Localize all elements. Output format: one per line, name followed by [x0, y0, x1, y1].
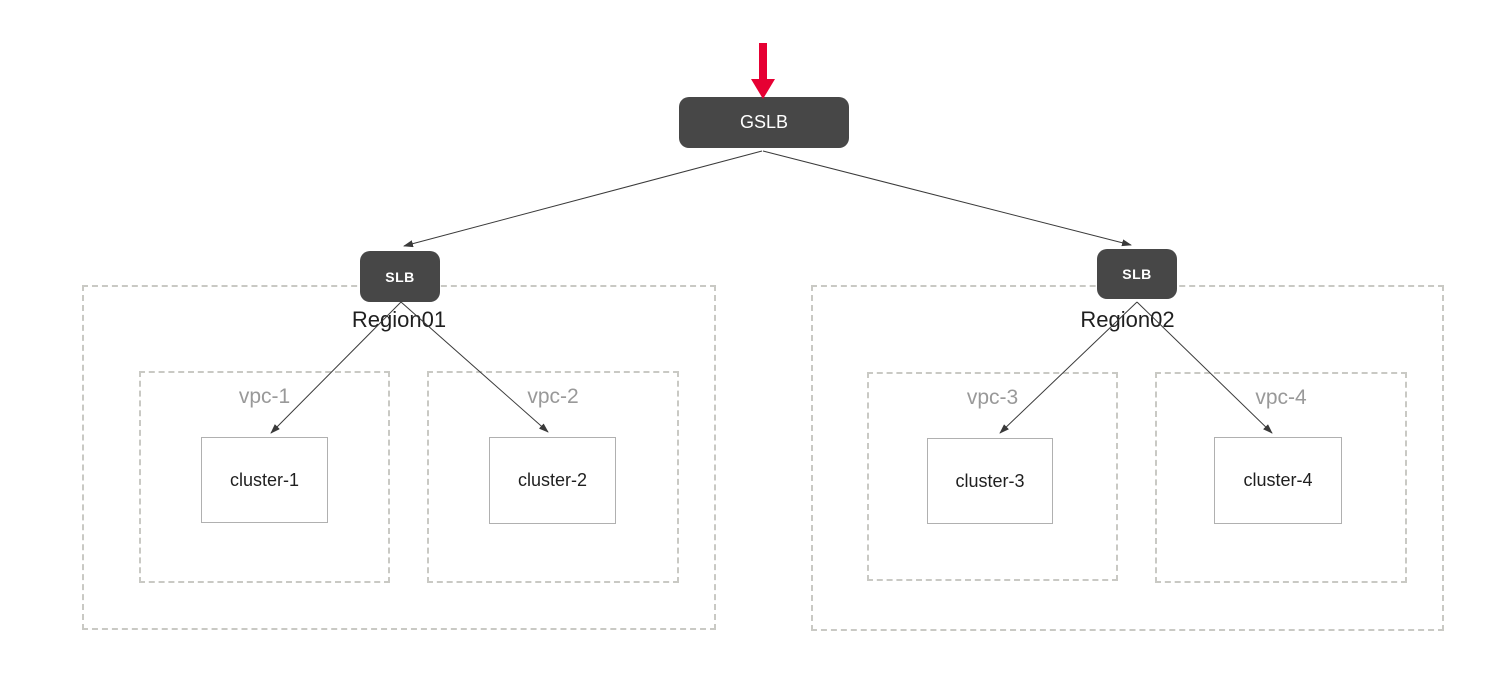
cluster-label: cluster-3	[955, 470, 1025, 491]
vpc-box-3: vpc-3 cluster-3	[867, 372, 1118, 581]
region-box-2: Region02 vpc-3 cluster-3 vpc-4 cluster-4	[811, 285, 1444, 631]
slb-node-region1: SLB	[360, 251, 440, 302]
cluster-label: cluster-2	[517, 470, 588, 490]
region-box-1: Region01 vpc-1 cluster-1 vpc-2 cluster-2	[82, 285, 716, 630]
slb-node-region2: SLB	[1097, 249, 1177, 299]
cluster-node-2: cluster-2	[489, 437, 616, 524]
incoming-traffic-arrow-icon	[751, 43, 775, 99]
edge-gslb-to-slb2	[762, 150, 1132, 247]
gslb-node: GSLB	[679, 97, 849, 148]
cluster-node-4: cluster-4	[1214, 437, 1342, 524]
vpc-label: vpc-3	[966, 386, 1019, 409]
vpc-label: vpc-1	[238, 385, 291, 408]
cluster-label: cluster-4	[1243, 470, 1313, 490]
cluster-label: cluster-1	[229, 469, 300, 490]
vpc-box-4: vpc-4 cluster-4	[1155, 372, 1407, 583]
cluster-node-1: cluster-1	[201, 437, 328, 523]
vpc-label: vpc-4	[1255, 386, 1307, 409]
edge-gslb-to-slb1	[403, 150, 763, 248]
cluster-node-3: cluster-3	[927, 438, 1053, 524]
vpc-box-1: vpc-1 cluster-1	[139, 371, 390, 583]
vpc-label: vpc-2	[527, 385, 579, 408]
region-label: Region02	[1080, 307, 1175, 332]
region-label: Region01	[351, 307, 447, 332]
slb-label: SLB	[385, 268, 415, 285]
vpc-box-2: vpc-2 cluster-2	[427, 371, 679, 583]
incoming-arrow-head	[751, 79, 775, 99]
gslb-label: GSLB	[739, 112, 789, 132]
slb-label: SLB	[1122, 266, 1152, 282]
